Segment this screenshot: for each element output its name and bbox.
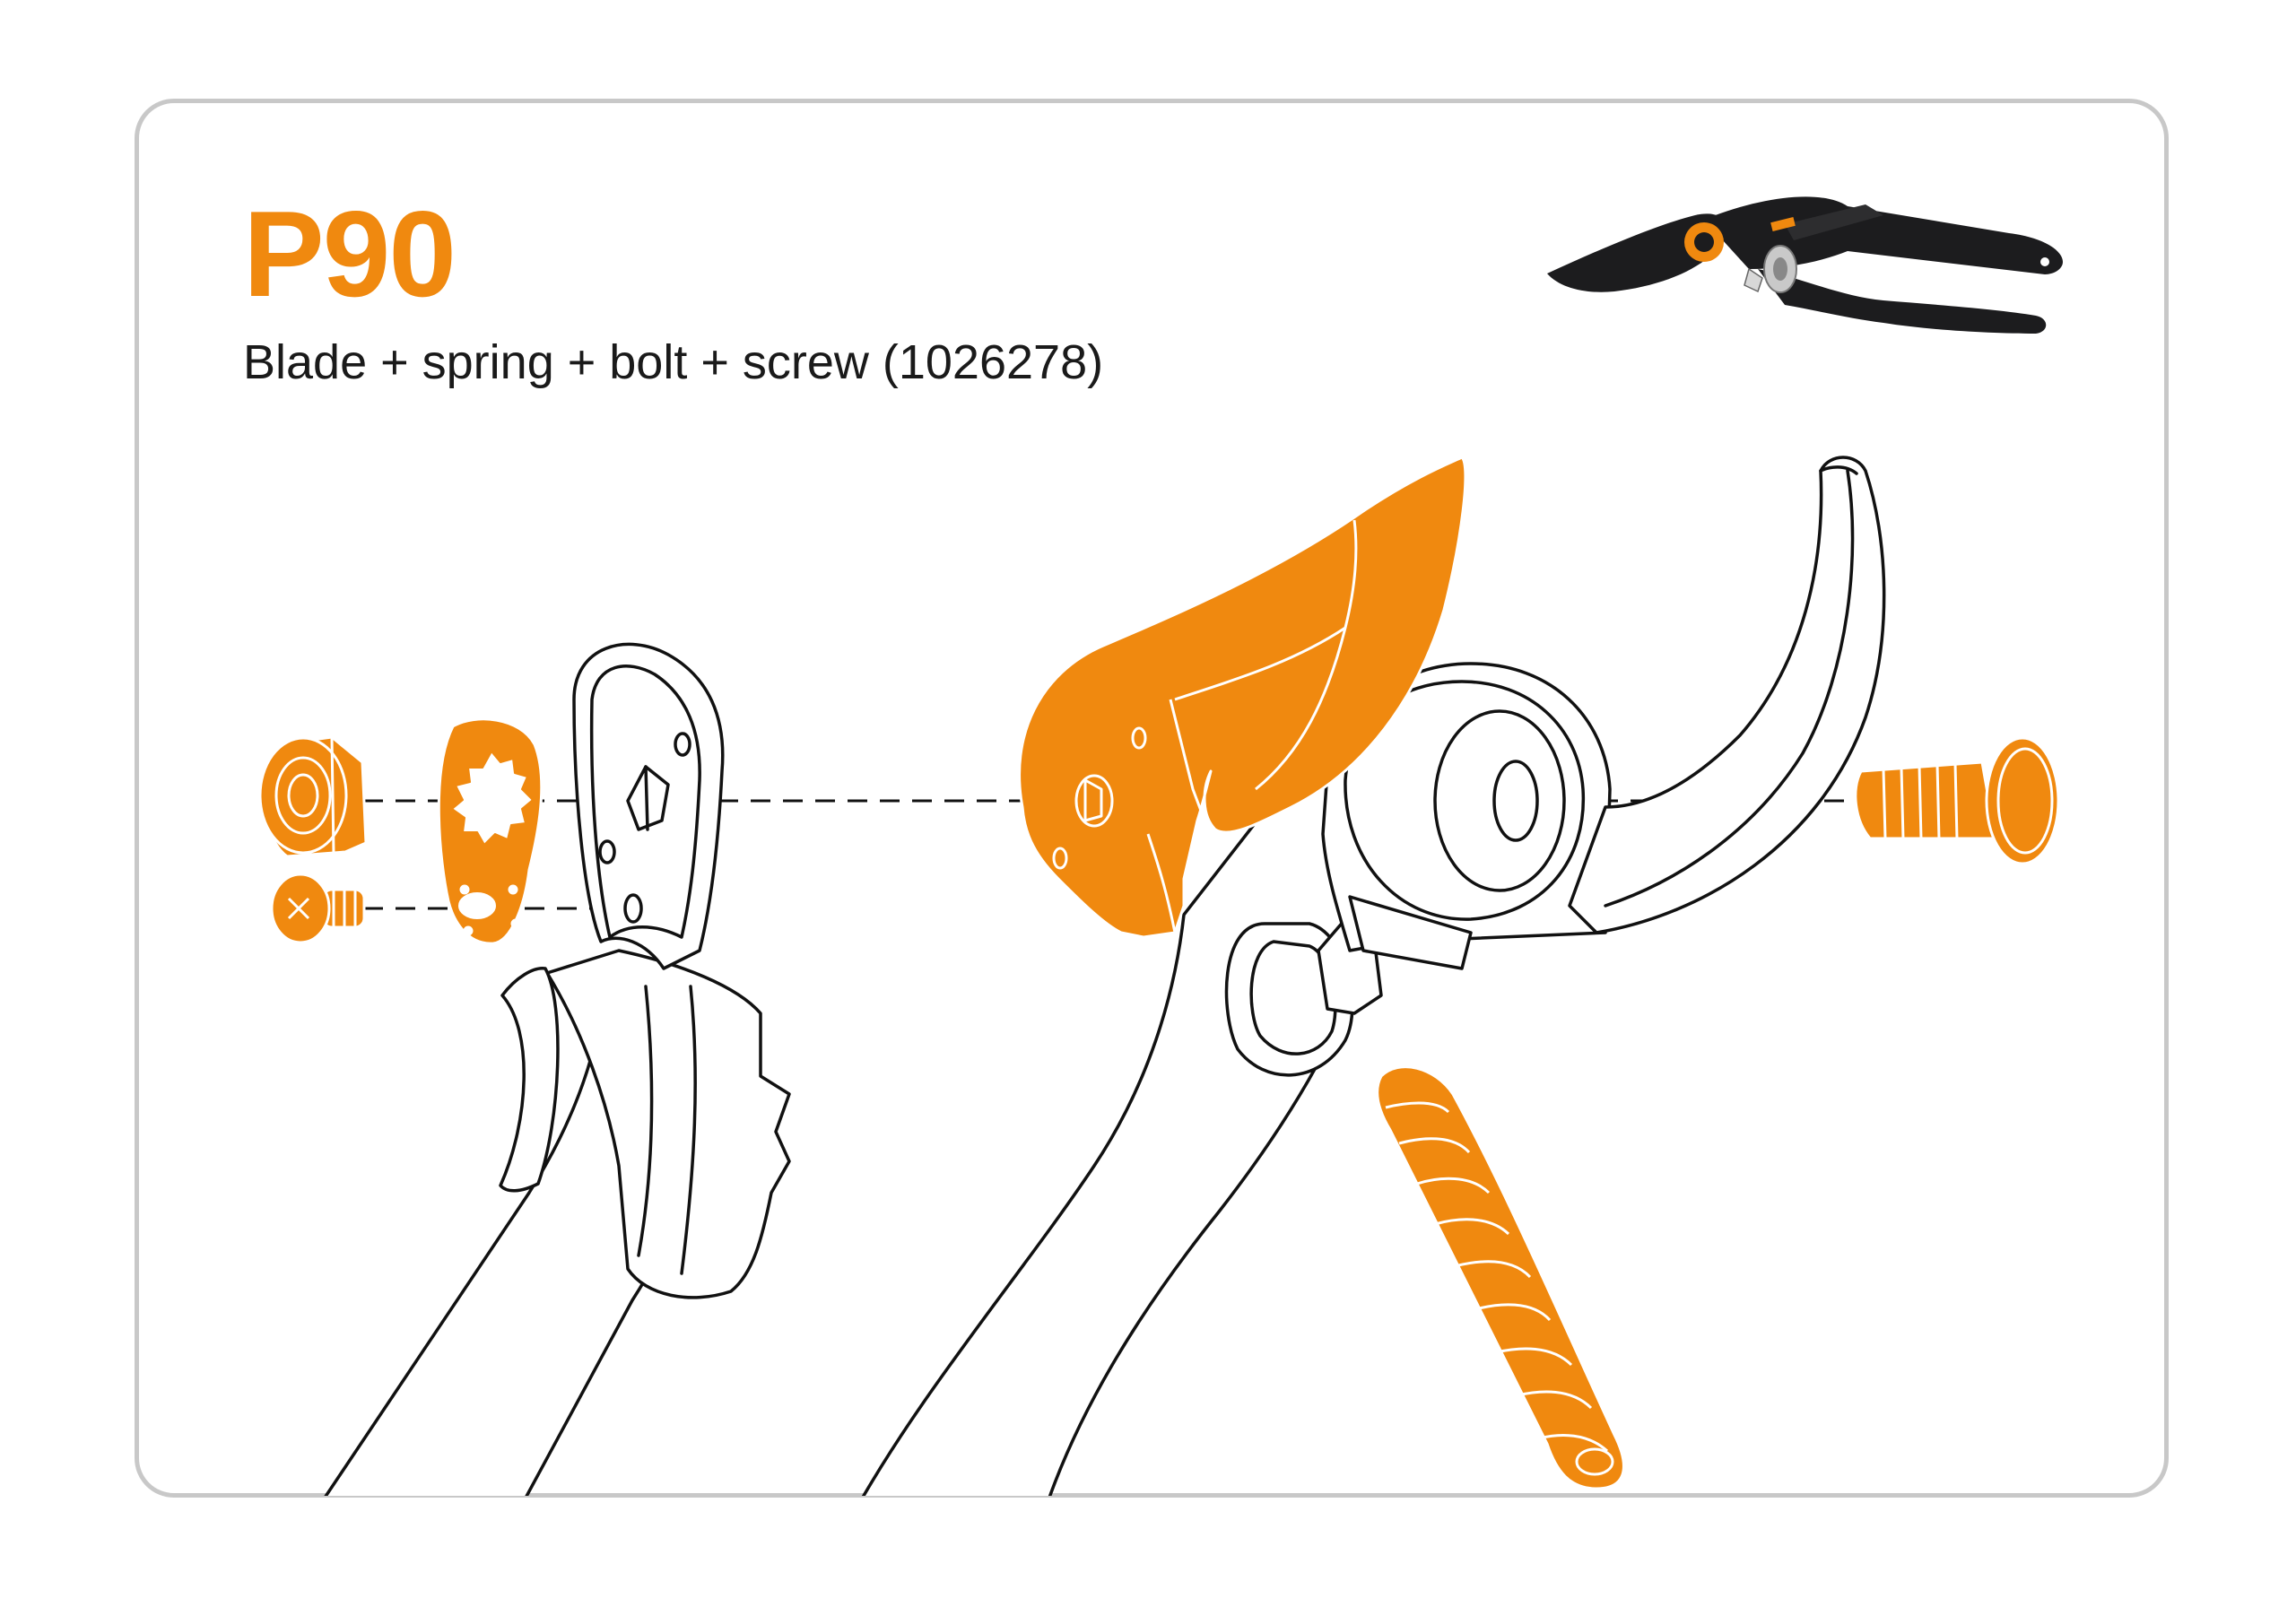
product-thumbnail: [1547, 196, 2063, 334]
part-description: Blade + spring + bolt + screw (1026278): [243, 335, 1104, 389]
screw: [270, 873, 366, 944]
coil-spring: [1376, 1065, 1625, 1490]
lower-handle: [305, 642, 791, 1496]
model-title: P90: [243, 186, 457, 322]
nut: [258, 735, 368, 858]
upper-handle-with-anvil: [846, 456, 1886, 1496]
bolt: [1854, 736, 2060, 865]
blade: [1018, 456, 1467, 939]
spring-plate: [437, 717, 544, 945]
